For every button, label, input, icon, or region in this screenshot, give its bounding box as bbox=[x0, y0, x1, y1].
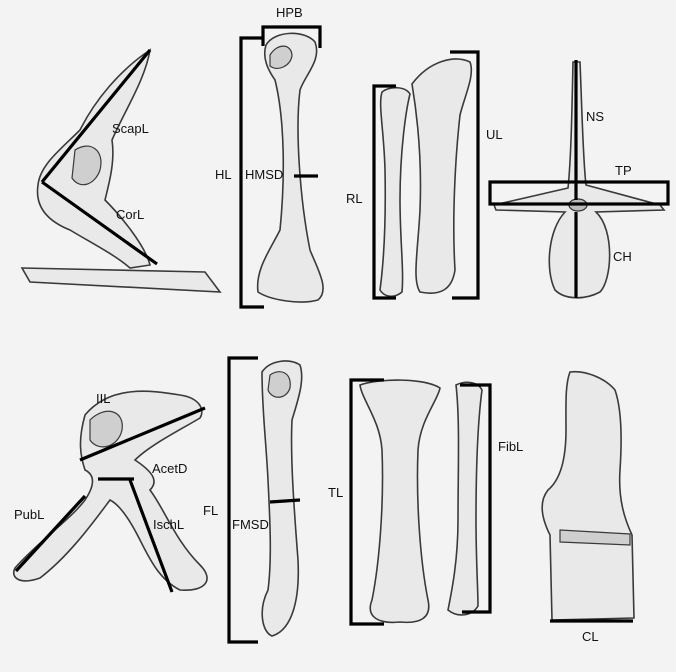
label-rl: RL bbox=[346, 192, 363, 205]
label-tp: TP bbox=[615, 164, 632, 177]
label-fl: FL bbox=[203, 504, 218, 517]
label-corl: CorL bbox=[116, 208, 144, 221]
label-fmsd: FMSD bbox=[232, 518, 269, 531]
label-tl: TL bbox=[328, 486, 343, 499]
label-ns: NS bbox=[586, 110, 604, 123]
label-hmsd: HMSD bbox=[245, 168, 283, 181]
label-ul: UL bbox=[486, 128, 503, 141]
fl-bracket bbox=[229, 358, 258, 642]
tibia-bone bbox=[360, 380, 440, 622]
fibula-bone bbox=[448, 382, 482, 615]
label-scapl: ScapL bbox=[112, 122, 149, 135]
label-cl: CL bbox=[582, 630, 599, 643]
caudal-vertebra-bone bbox=[542, 372, 634, 620]
radius-bone bbox=[380, 88, 410, 297]
label-ischl: IschL bbox=[153, 518, 184, 531]
label-acetd: AcetD bbox=[152, 462, 187, 475]
label-hl: HL bbox=[215, 168, 232, 181]
femur-bone bbox=[262, 361, 302, 636]
fmsd-line bbox=[270, 500, 300, 502]
label-hpb: HPB bbox=[276, 6, 303, 19]
label-iil: IIL bbox=[96, 392, 110, 405]
pelvis-bone bbox=[14, 391, 207, 590]
ulna-bone bbox=[412, 59, 471, 293]
vertebra-bone bbox=[494, 62, 664, 298]
label-fibl: FibL bbox=[498, 440, 523, 453]
label-ch: CH bbox=[613, 250, 632, 263]
label-publ: PubL bbox=[14, 508, 44, 521]
